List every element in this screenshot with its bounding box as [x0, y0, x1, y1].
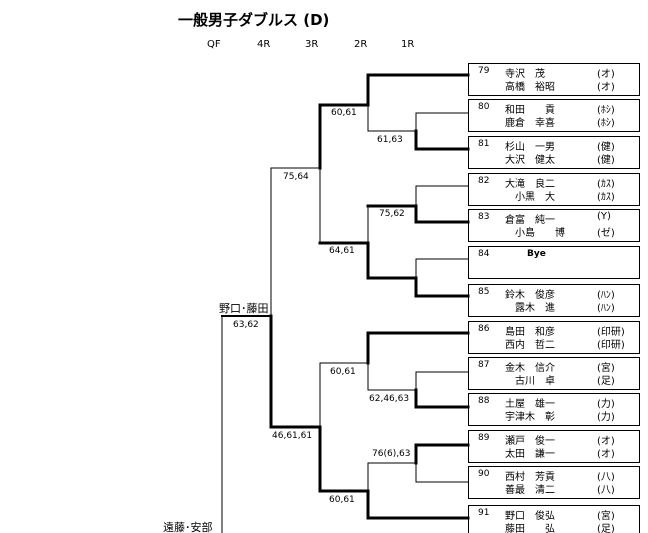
player-name: 西村 芳貢: [505, 472, 555, 483]
entry-box: 85 鈴木 俊彦 露木 進 (ﾊﾝ) (ﾊﾝ): [468, 284, 640, 317]
score-3r-1: 75,64: [283, 172, 309, 182]
player-name: 藤田 弘: [505, 524, 555, 533]
club: (ﾎｼ): [597, 118, 615, 129]
player-name: 善最 清二: [505, 485, 555, 496]
player-name: 大滝 良二: [505, 179, 555, 190]
entry-number: 81: [478, 139, 490, 149]
club: (オ): [597, 82, 615, 93]
entry-number: 80: [478, 102, 490, 112]
player-name: 野口 俊弘: [505, 511, 555, 522]
club: (力): [597, 399, 615, 410]
player-name: 宇津木 彰: [505, 412, 555, 423]
club: (ｶｽ): [597, 192, 615, 203]
player-name: 和田 貢: [505, 105, 555, 116]
club: (ゼ): [597, 228, 615, 239]
entry-box: 80 和田 貢鹿倉 幸喜 (ﾎｼ) (ﾎｼ): [468, 99, 640, 132]
round-header-1r: 1R: [401, 39, 415, 50]
player-name: 高橋 裕昭: [505, 82, 555, 93]
club: (健): [597, 155, 615, 166]
score-1r-82-83: 75,62: [379, 209, 405, 219]
entry-number: 91: [478, 508, 490, 518]
club: (ｶｽ): [597, 179, 615, 190]
entry-box: 81 杉山 一男大沢 健太 (健) (健): [468, 136, 640, 169]
entry-number: 83: [478, 212, 490, 222]
entry-number: 82: [478, 176, 490, 186]
player-name: 鈴木 俊彦: [505, 290, 555, 301]
club: (印研): [597, 340, 625, 351]
entry-box: 87 金木 信介 古川 卓 (宮) (足): [468, 357, 640, 390]
bye-label: Bye: [527, 249, 546, 259]
player-name: 金木 信介: [505, 363, 555, 374]
player-name: 鹿倉 幸喜: [505, 118, 555, 129]
club: (八): [597, 472, 615, 483]
club: (オ): [597, 436, 615, 447]
club: (足): [597, 524, 615, 533]
player-name: 小黒 大: [505, 192, 555, 203]
player-name: 小島 博: [505, 228, 565, 239]
entry-number: 89: [478, 433, 490, 443]
score-1r-87-88: 62,46,63: [369, 394, 410, 404]
score-2r-1: 60,61: [331, 108, 357, 118]
score-2r-3: 60,61: [330, 367, 356, 377]
club: (足): [597, 376, 615, 387]
club: (八): [597, 485, 615, 496]
score-1r-89-90: 76(6),63: [372, 449, 411, 459]
entry-box: 88 土屋 雄一宇津木 彰 (力) (力): [468, 393, 640, 426]
score-2r-2: 64,61: [329, 246, 355, 256]
entry-box-bye: 84 Bye: [468, 246, 640, 279]
entry-number: 84: [478, 249, 490, 259]
player-name: 寺沢 茂: [505, 69, 545, 80]
entry-number: 86: [478, 324, 490, 334]
player-name: 島田 和彦: [505, 327, 555, 338]
round-header-qf: QF: [207, 39, 221, 50]
club: (Y): [597, 211, 611, 222]
player-name: 大沢 健太: [505, 155, 555, 166]
player-name: 露木 進: [505, 303, 555, 314]
club: (ﾎｼ): [597, 105, 615, 116]
score-3r-2: 46,61,61: [272, 431, 313, 441]
score-2r-4: 60,61: [329, 495, 355, 505]
player-name: 西内 哲二: [505, 340, 555, 351]
score-1r-80-81: 61,63: [377, 135, 403, 145]
entry-box: 86 島田 和彦西内 哲二 (印研) (印研): [468, 321, 640, 354]
round-header-2r: 2R: [354, 39, 368, 50]
entry-box: 82 大滝 良二 小黒 大 (ｶｽ) (ｶｽ): [468, 173, 640, 206]
qf-winner-name: 野口･藤田: [219, 302, 269, 315]
score-qf: 63,62: [233, 320, 259, 330]
page-title: 一般男子ダブルス (D): [178, 11, 330, 29]
entry-box: 89 瀬戸 俊一太田 謙一 (オ) (オ): [468, 430, 640, 463]
club: (印研): [597, 327, 625, 338]
qf-opponent-name: 遠藤･安部: [163, 521, 213, 533]
club: (ﾊﾝ): [597, 303, 615, 314]
player-name: 土屋 雄一: [505, 399, 555, 410]
entry-number: 90: [478, 469, 490, 479]
entry-box: 90 西村 芳貢善最 清二 (八) (八): [468, 466, 640, 499]
club: (力): [597, 412, 615, 423]
entry-number: 87: [478, 360, 490, 370]
club: (オ): [597, 449, 615, 460]
club: (ﾊﾝ): [597, 290, 615, 301]
club: (健): [597, 142, 615, 153]
player-name: 古川 卓: [505, 376, 555, 387]
entry-number: 85: [478, 287, 490, 297]
club: (宮): [597, 511, 615, 522]
club: (宮): [597, 363, 615, 374]
club: (オ): [597, 69, 615, 80]
round-header-4r: 4R: [257, 39, 271, 50]
round-header-3r: 3R: [305, 39, 319, 50]
player-name: 瀬戸 俊一: [505, 436, 555, 447]
entry-box: 91 野口 俊弘藤田 弘 (宮) (足): [468, 505, 640, 533]
player-name: 太田 謙一: [505, 449, 555, 460]
player-name: 倉富 純一: [505, 215, 555, 226]
entry-box: 83 倉富 純一 小島 博 (Y) (ゼ): [468, 209, 640, 242]
entry-number: 88: [478, 396, 490, 406]
player-name: 杉山 一男: [505, 142, 555, 153]
entry-box: 79 寺沢 茂高橋 裕昭 (オ) (オ): [468, 63, 640, 96]
entry-number: 79: [478, 66, 490, 76]
